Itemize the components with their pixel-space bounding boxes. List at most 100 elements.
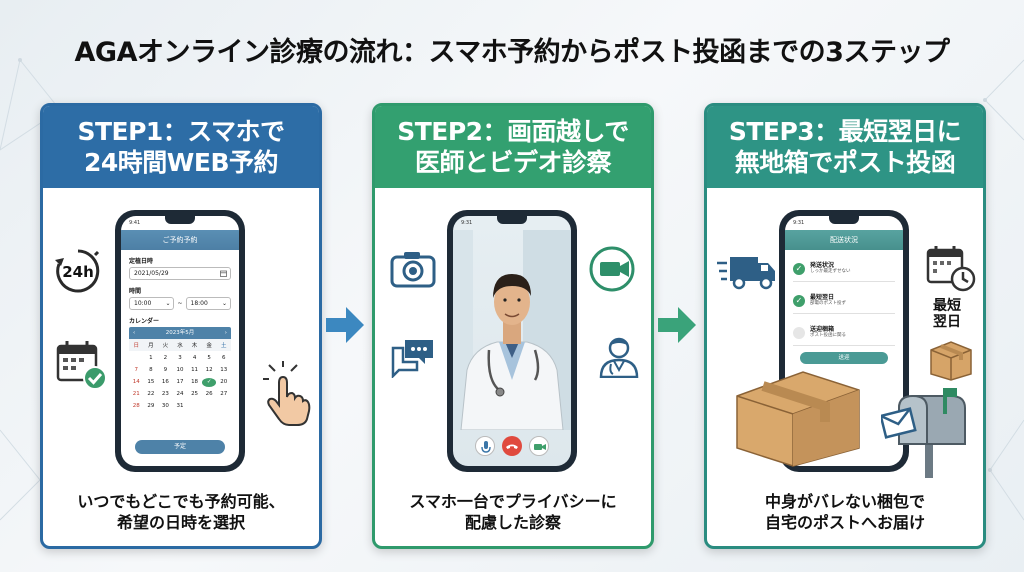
booking-app-title: ご予約予約	[121, 230, 239, 250]
calendar-day[interactable]: 10	[176, 367, 184, 373]
svg-text:24h: 24h	[62, 263, 94, 281]
calendar-weekdays: 日月火水木金土	[129, 339, 231, 351]
step3-footer: 中身がバレない梱包で 自宅のポストへお届け	[764, 491, 925, 533]
video-camera-icon	[589, 246, 641, 296]
calendar-day[interactable]: 6	[221, 355, 226, 361]
phone-hangup-icon	[506, 444, 518, 449]
calendar-day[interactable]: 4	[192, 355, 197, 361]
weekday-label: 木	[191, 343, 198, 349]
delivery-step-1: ✓ 発送状況しっか最走ずせない	[793, 256, 895, 282]
calendar-day[interactable]: 31	[176, 403, 184, 409]
booking-screen: 9:41 ご予約予約 定植日時 2021/05/29 時間 10:00⌄ ~ 1…	[121, 216, 239, 466]
page-title: AGAオンライン診療の流れ：スマホ予約からポスト投函までの3ステップ	[74, 37, 950, 68]
calendar-day[interactable]: 9	[163, 367, 168, 373]
clock-24h-icon: 24h	[53, 246, 103, 300]
calendar-small-icon	[220, 270, 227, 277]
weekday-label: 水	[177, 343, 183, 349]
delivery-truck-icon	[715, 251, 777, 295]
delivery-step-2: ✓ 最短翌日部電のポスト投ず	[793, 288, 895, 314]
calendar-day[interactable]: 3	[178, 355, 182, 361]
step2-footer: スマホ一台でプライバシーに 配慮した診察	[409, 491, 617, 533]
doctor-video-feed	[453, 230, 571, 430]
calendar-day[interactable]: 25	[191, 391, 199, 397]
calendar-day[interactable]: 14	[132, 379, 140, 385]
step1-footer: いつでもどこでも予約可能、 希望の日時を選択	[77, 491, 285, 533]
time-range: 10:00⌄ ~ 18:00⌄	[129, 297, 231, 310]
calendar-day[interactable]: 15	[147, 379, 155, 385]
calendar-day[interactable]: 16	[161, 379, 169, 385]
step2-card: STEP2：画面越しで 医師とビデオ診察 9:31	[372, 103, 654, 549]
weekday-label: 火	[162, 343, 169, 349]
calendar-day[interactable]: 20	[220, 379, 228, 385]
end-call-button[interactable]	[502, 436, 522, 456]
status-time: 9:31	[793, 220, 805, 226]
status-time: 9:41	[129, 220, 141, 226]
chevron-down-icon: ⌄	[165, 300, 171, 307]
delivery-button[interactable]: 送迎	[800, 352, 888, 364]
reserve-button[interactable]: 予定	[135, 440, 225, 454]
step3-heading-line2: 無地箱でポスト投函	[734, 148, 956, 177]
chevron-right-icon[interactable]: ›	[224, 330, 227, 336]
calendar-day[interactable]: 11	[191, 367, 199, 373]
mic-button[interactable]	[475, 436, 495, 456]
chevron-left-icon[interactable]: ‹	[133, 330, 136, 336]
video-icon	[534, 444, 546, 450]
step1-heading-line1: STEP1：スマホで	[77, 116, 285, 146]
calendar-day	[202, 402, 217, 411]
small-box-icon	[927, 336, 975, 386]
weekday-label: 金	[206, 343, 212, 349]
date-label: 定植日時	[129, 258, 154, 265]
calendar-label: カレンダー	[129, 318, 160, 325]
pending-icon	[793, 326, 805, 339]
calendar-day[interactable]: 21	[132, 391, 140, 397]
step1-heading-line2: 24時間WEB予約	[84, 148, 279, 177]
time-from-select[interactable]: 10:00⌄	[129, 297, 175, 310]
step2-heading-line1: STEP2：画面越しで	[397, 116, 629, 146]
calendar-day[interactable]: 7	[134, 367, 139, 373]
calendar-check-icon	[55, 338, 109, 396]
delivery-step-3: 送迎梱箱ポスト投函に関る	[793, 320, 895, 346]
arrow-right-icon	[658, 307, 696, 343]
calendar-day[interactable]: 23	[161, 391, 169, 397]
calendar-day[interactable]: 29	[147, 403, 155, 409]
calendar-day[interactable]: 1	[149, 355, 153, 361]
calendar-day[interactable]: 17	[176, 379, 184, 385]
calendar-day[interactable]: 28	[132, 403, 140, 409]
check-icon: ✓	[793, 262, 805, 275]
doctor-icon	[597, 334, 641, 382]
calendar-day	[187, 402, 202, 411]
step3-heading-line1: STEP3：最短翌日に	[728, 116, 962, 146]
delivery-app-title: 配送状況	[785, 230, 903, 250]
calendar-day[interactable]: 27	[220, 391, 228, 397]
status-time: 9:31	[461, 220, 473, 226]
arrow-right-icon	[326, 307, 364, 343]
camera-button[interactable]	[529, 436, 549, 456]
calendar-day[interactable]: 12	[205, 367, 213, 373]
camera-icon	[389, 249, 437, 293]
calendar-day	[216, 402, 231, 411]
calendar-day[interactable]: 30	[161, 403, 169, 409]
step3-card: STEP3：最短翌日に 無地箱でポスト投函 9:31 配送状況 ✓ 発送状況しっ…	[704, 103, 986, 549]
calendar-day[interactable]: 5	[207, 355, 211, 361]
calendar-day[interactable]: 22	[147, 391, 155, 397]
time-separator: ~	[177, 300, 183, 307]
check-icon: ✓	[793, 294, 805, 307]
time-to-select[interactable]: 18:00⌄	[185, 297, 231, 310]
earliest-next-day-label: 最短 翌日	[933, 298, 961, 331]
calendar-day[interactable]: ✓	[201, 378, 217, 387]
calendar-day[interactable]: 24	[176, 391, 184, 397]
box-icon	[733, 368, 863, 472]
calendar-day	[129, 354, 144, 363]
date-field[interactable]: 2021/05/29	[129, 267, 231, 280]
calendar-day[interactable]: 18	[191, 379, 199, 385]
calendar-day[interactable]: 26	[205, 391, 213, 397]
weekday-label: 日	[133, 343, 140, 349]
time-label: 時間	[129, 288, 142, 295]
microphone-icon	[481, 441, 491, 453]
calendar-day[interactable]: 2	[163, 355, 168, 361]
calendar-day[interactable]: 8	[149, 367, 153, 373]
step3-heading: STEP3：最短翌日に 無地箱でポスト投函	[707, 106, 983, 188]
calendar-day[interactable]: 13	[220, 367, 228, 373]
chat-icon	[389, 334, 437, 382]
